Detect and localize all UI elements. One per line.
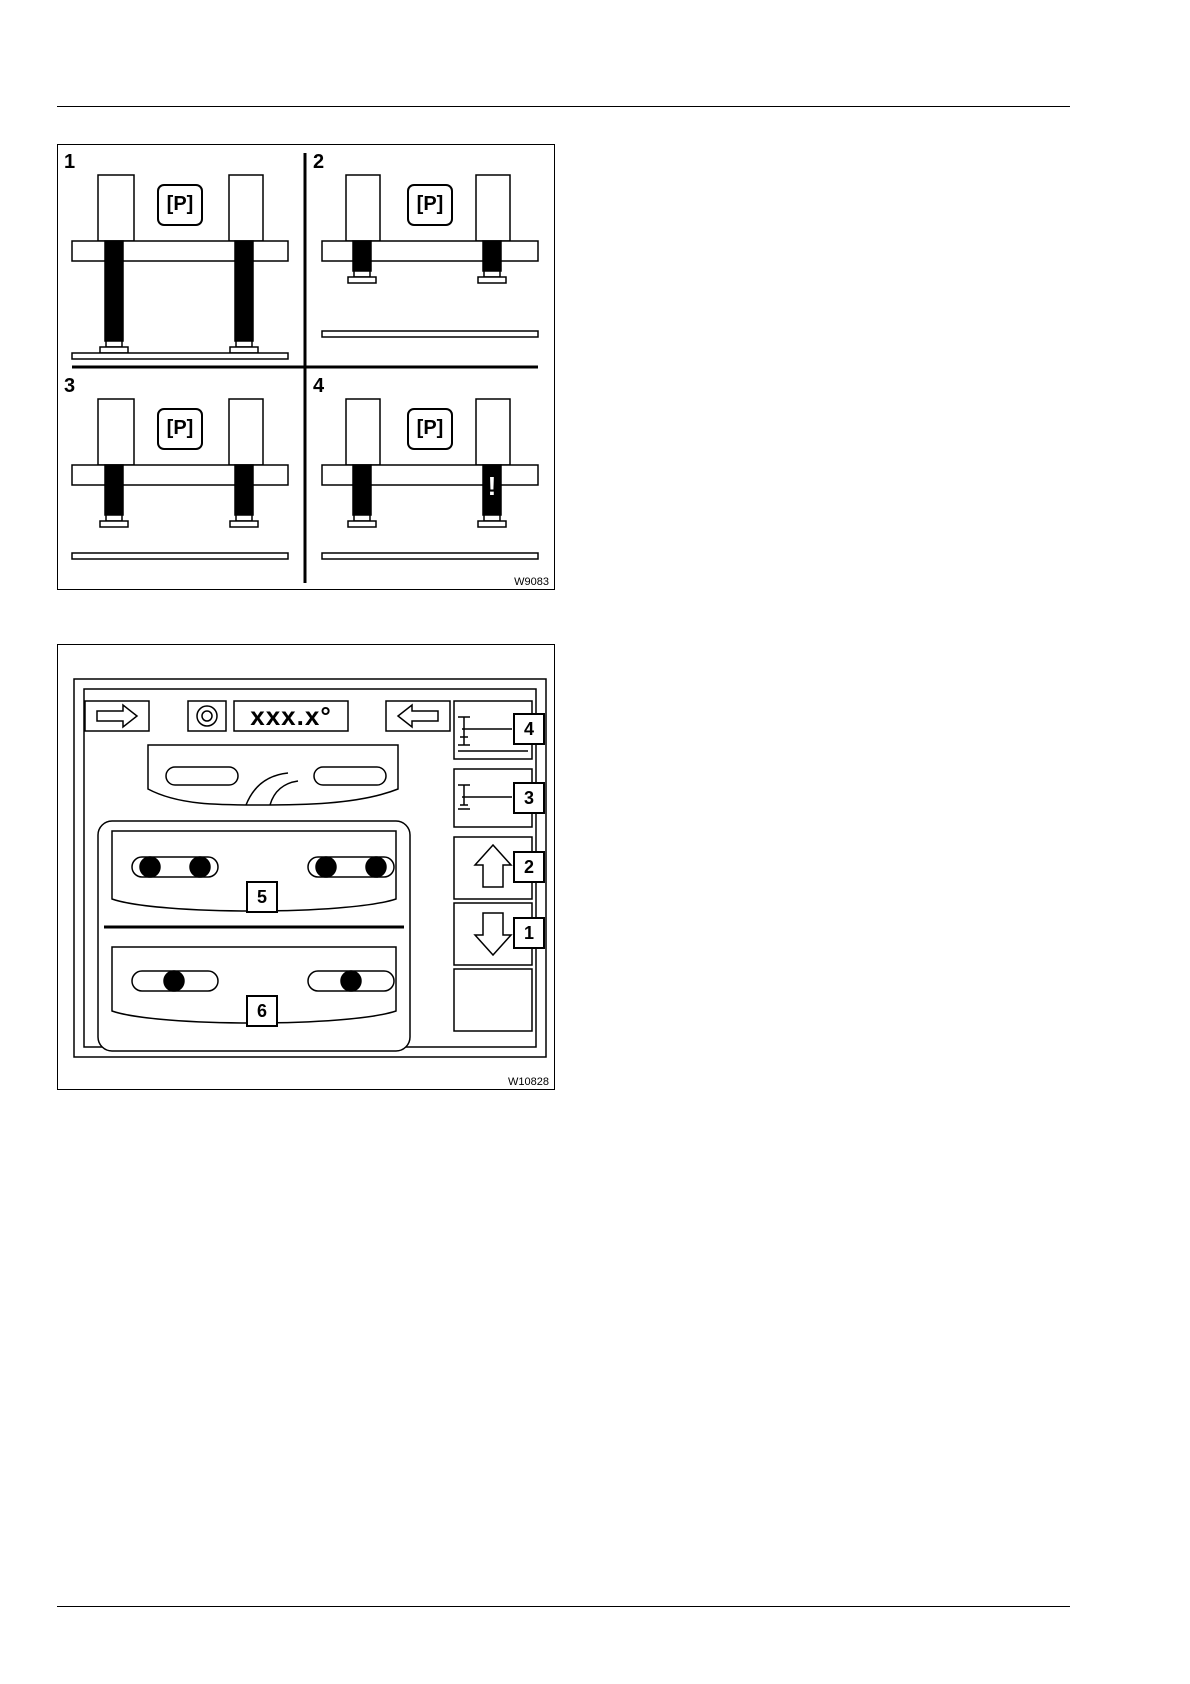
parking-symbol-label: [P] <box>408 417 452 440</box>
figure-code: W9083 <box>514 576 549 588</box>
footer-rule <box>57 1606 1070 1607</box>
callout-5: 5 <box>246 881 278 913</box>
callout-6: 6 <box>246 995 278 1027</box>
figure-code: W10828 <box>508 1076 549 1088</box>
outrigger-states-figure: 1 2 3 4 [P] [P] [P] [P] ! W9083 <box>57 144 555 590</box>
callout-1: 1 <box>513 917 545 949</box>
warning-icon: ! <box>486 471 498 502</box>
panel-number-1: 1 <box>64 151 75 174</box>
outrigger-display-figure: xxx.x° 4 3 2 1 5 6 W10828 <box>57 644 555 1090</box>
panel-number-2: 2 <box>313 151 324 174</box>
callout-3: 3 <box>513 782 545 814</box>
callout-2: 2 <box>513 851 545 883</box>
panel-number-3: 3 <box>64 375 75 398</box>
parking-symbol-label: [P] <box>408 193 452 216</box>
blank-button <box>454 969 532 1031</box>
panel-number-4: 4 <box>313 375 324 398</box>
outrigger-states-drawing <box>58 145 554 589</box>
header-rule <box>57 106 1070 107</box>
angle-readout: xxx.x° <box>234 701 348 731</box>
parking-symbol-label: [P] <box>158 193 202 216</box>
callout-4: 4 <box>513 713 545 745</box>
parking-symbol-label: [P] <box>158 417 202 440</box>
